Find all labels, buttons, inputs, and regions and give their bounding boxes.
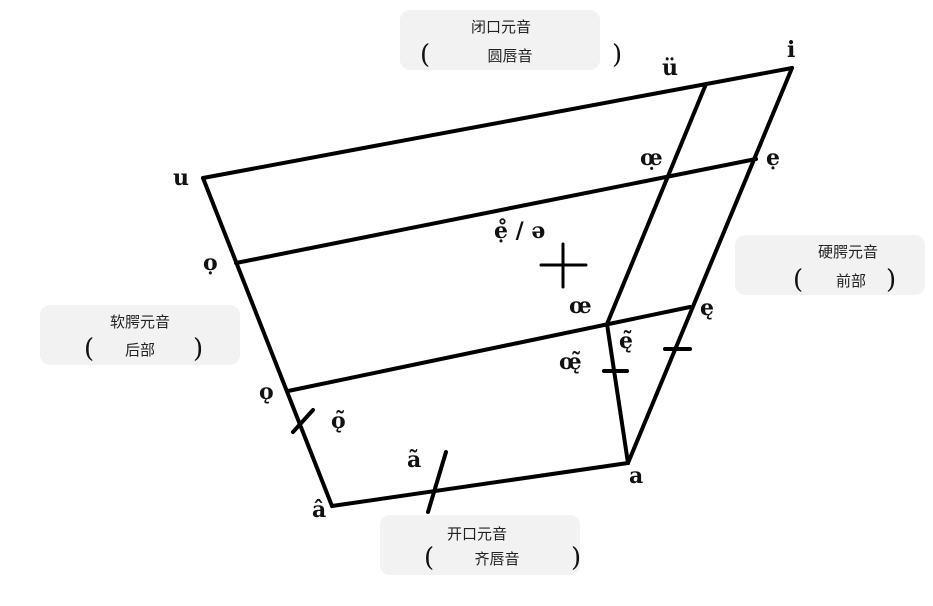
top-label-title: 闭口元音 xyxy=(471,18,531,36)
vowel-u: u xyxy=(173,165,189,191)
top-label-sub: 圆唇音 xyxy=(487,47,532,65)
left-paren-open: ( xyxy=(84,334,94,364)
bottom-label-title: 开口元音 xyxy=(447,525,507,543)
vowel-o-open: ǫ xyxy=(259,379,274,405)
vowel-u-umlaut: ü xyxy=(662,55,678,81)
left-edge xyxy=(201,176,334,508)
left-paren-close: ) xyxy=(193,334,203,364)
top-label-backdrop xyxy=(400,10,600,70)
close-mid-line xyxy=(234,157,758,265)
vowel-a: a xyxy=(629,463,643,489)
vowel-oe-open: œ xyxy=(569,293,592,319)
bottom-paren-open: ( xyxy=(424,543,434,573)
left-label-sub: 后部 xyxy=(125,341,155,359)
bottom-edge xyxy=(330,461,630,508)
top-paren-close: ) xyxy=(612,40,622,70)
vowel-e-close: ẹ xyxy=(766,145,780,171)
vowel-a-nasal: ã xyxy=(407,447,421,473)
bottom-label-backdrop xyxy=(380,515,580,575)
vowel-e-open: ę xyxy=(700,295,714,321)
vowel-e-schwa: ẹ̊ / ə xyxy=(494,218,545,244)
vowel-i: i xyxy=(787,37,795,63)
vowel-o-close: ọ xyxy=(203,250,218,276)
vowel-oe-nasal: œ̨̃ xyxy=(559,349,582,375)
open-mid-line xyxy=(286,305,692,393)
vowel-o-nasal: ǫ̃ xyxy=(331,408,346,434)
left-label-title: 软腭元音 xyxy=(110,313,170,331)
top-paren-open: ( xyxy=(420,40,430,70)
right-label-title: 硬腭元音 xyxy=(818,243,878,261)
bottom-label-sub: 齐唇音 xyxy=(474,550,519,568)
rounded-front-line xyxy=(604,82,708,465)
vowel-a-circ: â xyxy=(312,497,326,523)
vowel-oe-close: œ̣ xyxy=(640,145,663,171)
right-edge xyxy=(626,66,794,465)
right-label-sub: 前部 xyxy=(836,272,866,290)
right-paren-close: ) xyxy=(886,265,896,295)
bottom-paren-close: ) xyxy=(571,543,581,573)
tick-o-nasal xyxy=(291,408,315,434)
top-edge xyxy=(201,66,794,180)
vowel-e-open-nasal: ę̃ xyxy=(619,328,633,354)
right-paren-open: ( xyxy=(793,265,803,295)
left-label-backdrop xyxy=(40,305,240,365)
right-label-backdrop xyxy=(735,235,925,295)
tick-a-nasal xyxy=(426,450,448,514)
